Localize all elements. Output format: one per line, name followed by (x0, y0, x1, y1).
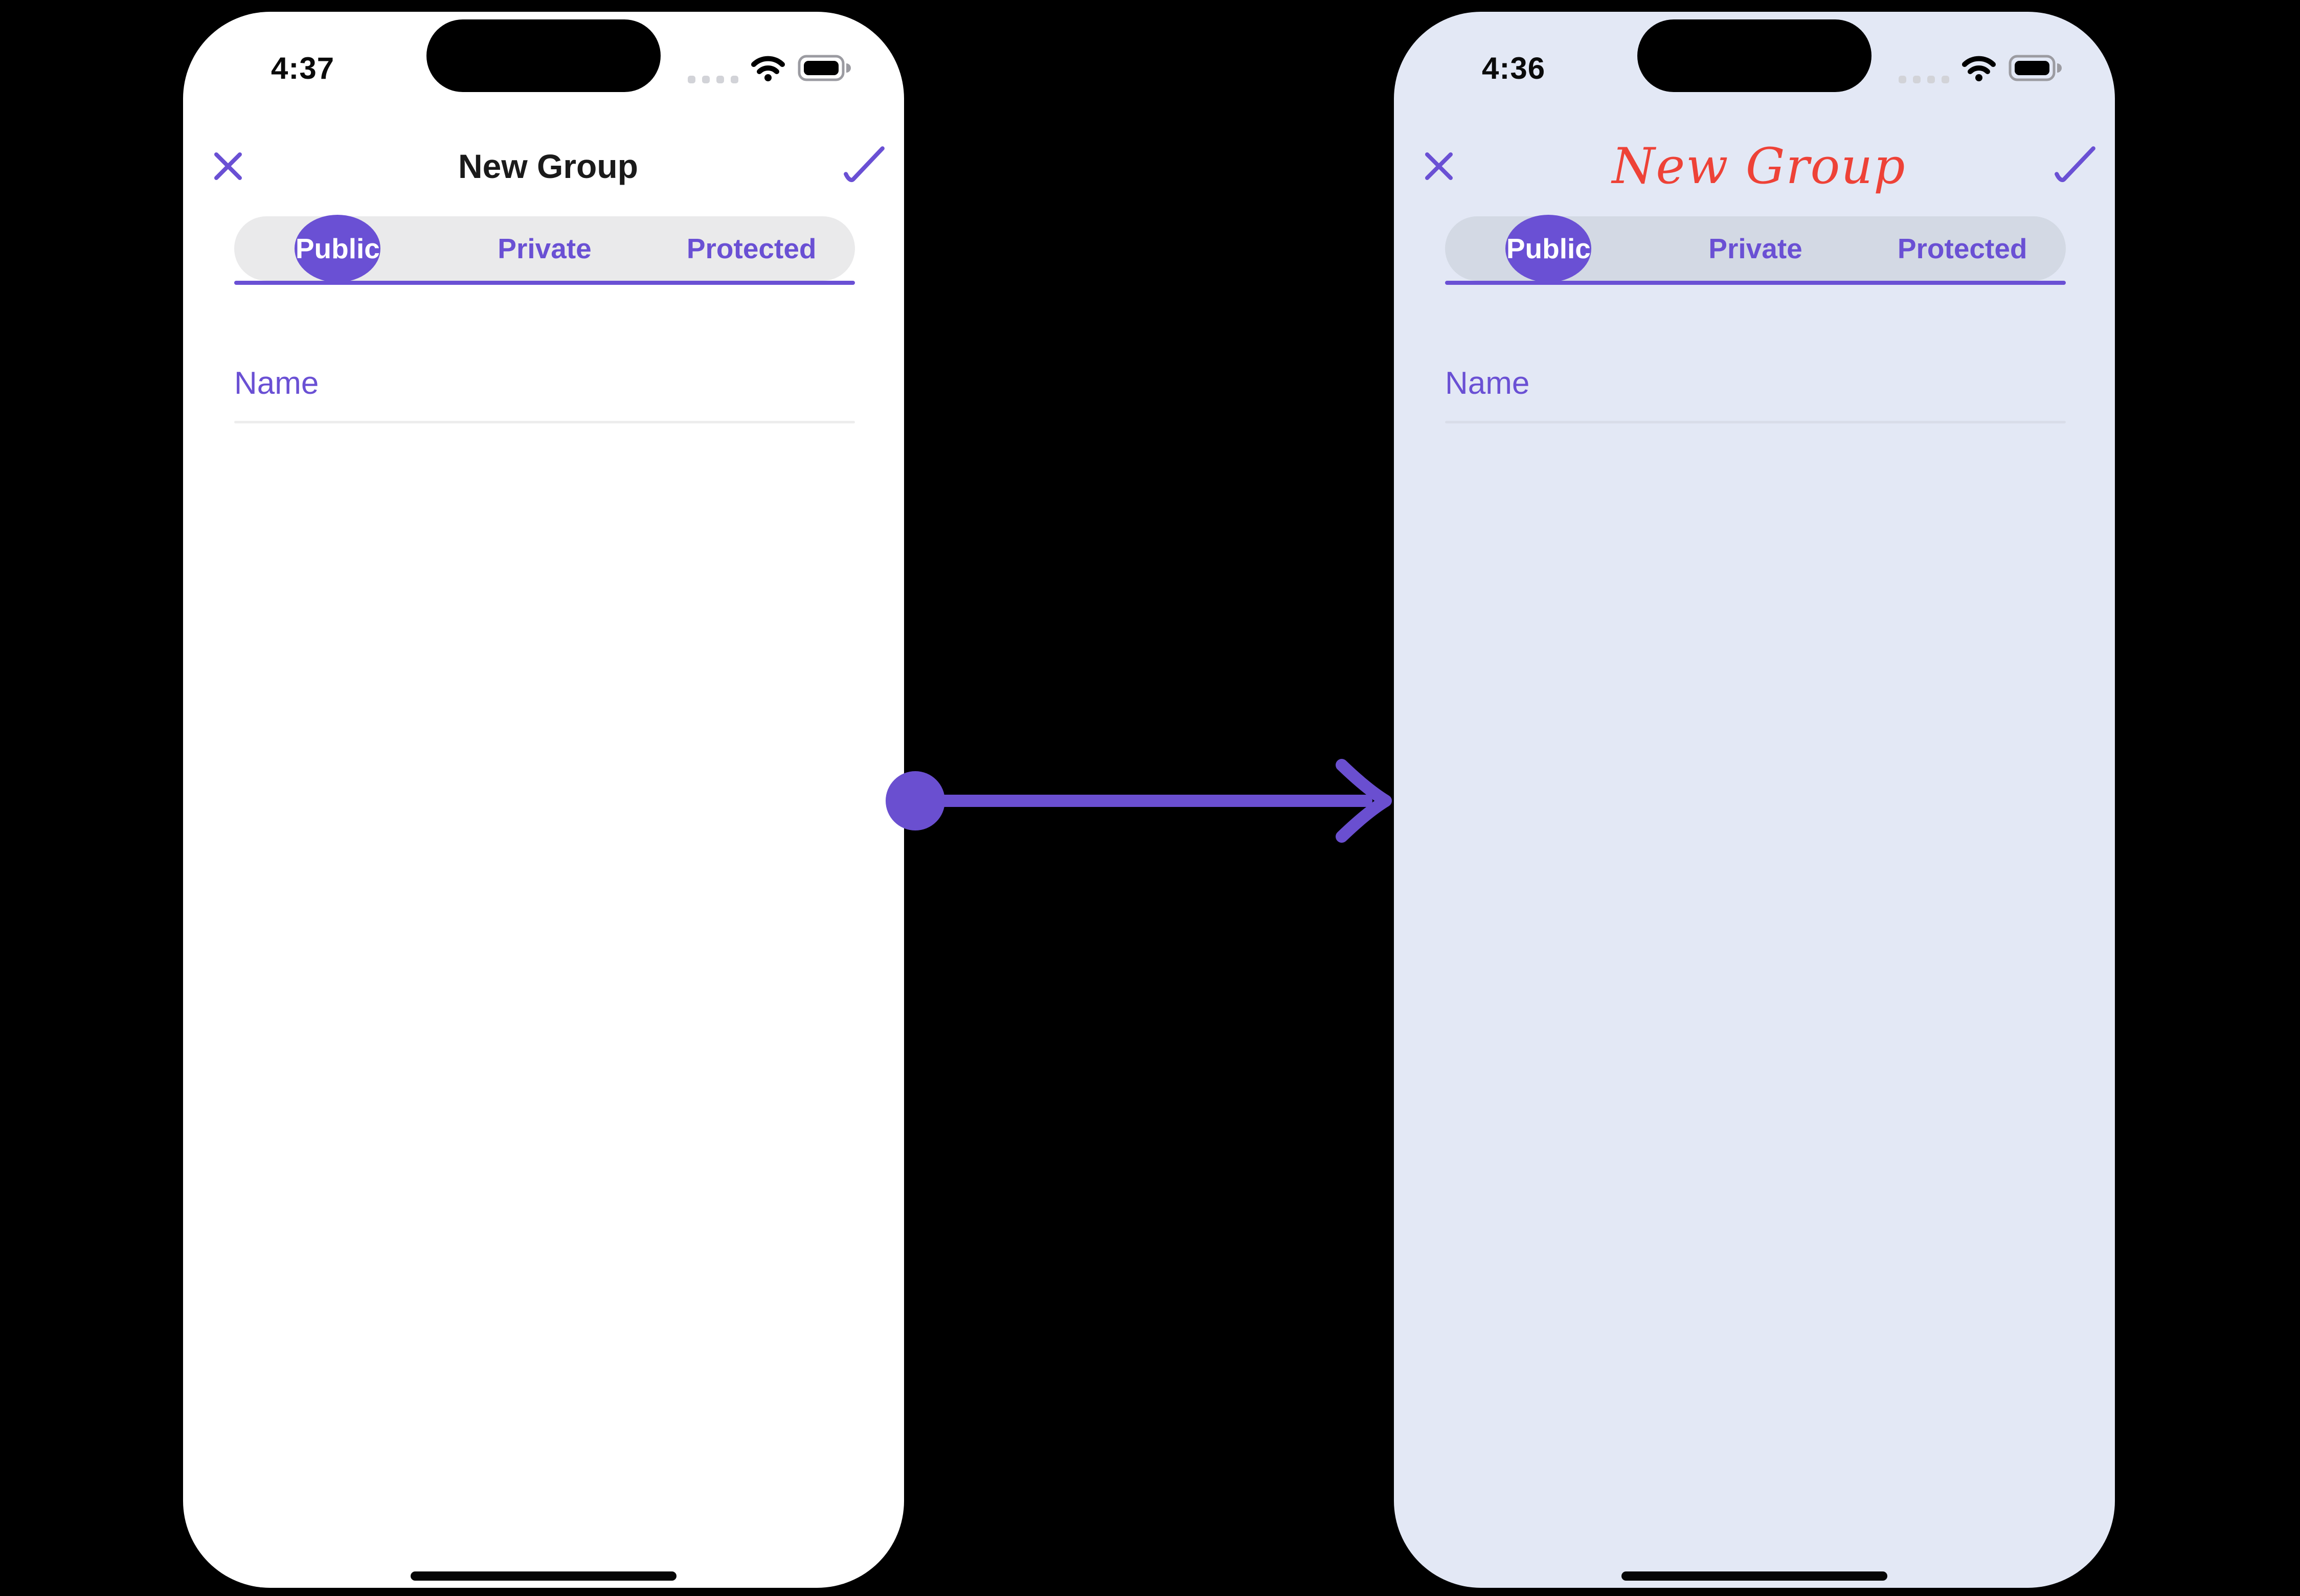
confirm-button[interactable] (842, 144, 887, 189)
phone-left: 4:37 New Group (183, 12, 904, 1588)
dynamic-island (1637, 19, 1871, 92)
check-icon (844, 146, 885, 183)
cellular-signal-dots-icon (1899, 75, 1949, 83)
page-title: New Group (458, 147, 638, 185)
tab-protected[interactable]: Protected (648, 216, 855, 281)
wifi-icon (751, 56, 785, 81)
status-time: 4:37 (271, 51, 335, 85)
phone-right: 4:36 New Group (1394, 12, 2115, 1588)
home-indicator (1621, 1571, 1887, 1581)
tab-label: Private (1708, 233, 1802, 264)
status-icons (688, 55, 851, 83)
tab-label: Protected (686, 233, 817, 264)
group-name-input[interactable] (1445, 358, 2066, 408)
visibility-tabs: Public Private Protected (1445, 215, 2066, 282)
navigation-header: New Group (210, 140, 887, 193)
close-button[interactable] (1420, 148, 1457, 185)
tab-private[interactable]: Private (1652, 216, 1859, 281)
status-bar: 4:37 (271, 42, 851, 94)
selected-tab-indicator (295, 215, 381, 282)
visibility-tabs: Public Private Protected (234, 215, 855, 282)
tab-label: Private (498, 233, 592, 264)
check-icon (2055, 146, 2095, 183)
status-icons (1899, 55, 2062, 83)
battery-icon (798, 55, 851, 81)
name-field-divider (234, 421, 855, 423)
battery-icon (2009, 55, 2062, 81)
tab-private[interactable]: Private (441, 216, 648, 281)
name-field-divider (1445, 421, 2066, 423)
dynamic-island (426, 19, 661, 92)
tab-protected[interactable]: Protected (1859, 216, 2066, 281)
status-bar: 4:36 (1482, 42, 2062, 94)
cellular-signal-dots-icon (688, 75, 738, 83)
confirm-button[interactable] (2053, 144, 2098, 189)
home-indicator (411, 1571, 677, 1581)
selected-tab-indicator (1505, 215, 1592, 282)
tab-label: Public (295, 233, 380, 264)
navigation-header: New Group (1420, 138, 2098, 195)
wifi-icon (1962, 56, 1996, 81)
close-button[interactable] (210, 148, 246, 185)
tab-public[interactable]: Public (1445, 215, 1652, 282)
tabs-underline (1445, 281, 2066, 285)
close-icon (1425, 152, 1453, 180)
status-time: 4:36 (1482, 51, 1546, 85)
close-icon (214, 152, 242, 180)
tab-public[interactable]: Public (234, 215, 441, 282)
page-title: New Group (1612, 138, 1906, 195)
group-name-input[interactable] (234, 358, 855, 408)
tab-label: Public (1506, 233, 1591, 264)
tabs-underline (234, 281, 855, 285)
tab-label: Protected (1897, 233, 2027, 264)
